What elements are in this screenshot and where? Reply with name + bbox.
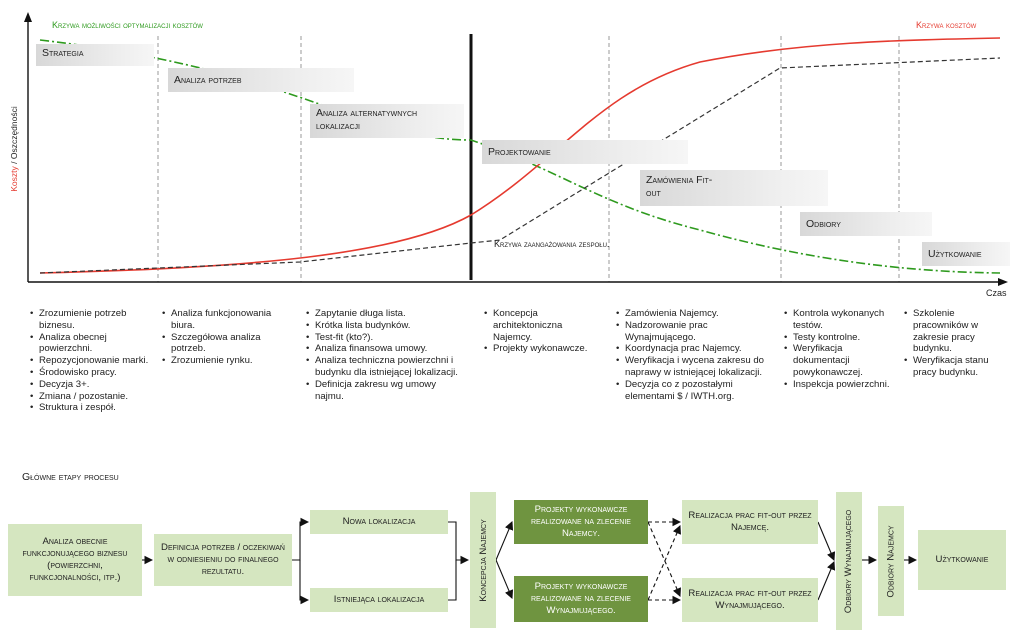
list-item: Analiza obecnej powierzchni.	[30, 332, 150, 356]
list-item: Nadzorowanie prac Wynajmującego.	[616, 320, 774, 344]
process-uzytkowanie: Użytkowanie	[918, 530, 1006, 590]
arrow	[817, 521, 836, 562]
process-definicja: Definicja potrzeb / oczekiwań w odniesie…	[154, 534, 292, 586]
list-item: Zapytanie długa lista.	[306, 308, 464, 320]
y-axis-label-separator: /	[9, 159, 19, 167]
stage-zamowienia: Zamówienia Fit-out	[640, 170, 828, 206]
arrow	[448, 560, 457, 601]
process-nowa-lokalizacja: Nowa lokalizacja	[310, 510, 448, 534]
process-istniejaca-lokalizacja: Istniejąca lokalizacja	[310, 588, 448, 612]
stage-zamowienia-label: Zamówienia Fit-out	[646, 174, 713, 199]
stage-odbiory: Odbiory	[800, 212, 932, 236]
list-item: Zrozumienie rynku.	[162, 355, 284, 367]
process-connectors	[142, 517, 918, 605]
y-axis-label-costs: Koszty	[9, 166, 19, 192]
list-item: Definicja zakresu wg umowy najmu.	[306, 379, 464, 403]
stage-analiza-alternatywnych: Analiza alternatywnych lokalizacji	[310, 104, 464, 138]
team-curve-label: Krzywa zaangażowania zespołu.	[494, 239, 610, 249]
list-item: Repozycjonowanie marki.	[30, 355, 150, 367]
stage-projektowanie: Projektowanie	[482, 140, 688, 164]
list-item: Koncepcja architektoniczna Najemcy.	[484, 308, 594, 343]
list-item: Zamówienia Najemcy.	[616, 308, 774, 320]
column-strategia-list: Zrozumienie potrzeb biznesu. Analiza obe…	[30, 308, 150, 414]
process-analiza: Analiza obecnie funkcjonującego biznesu …	[8, 524, 142, 596]
arrow	[647, 521, 681, 598]
arrow	[448, 521, 470, 565]
list-item: Test-fit (kto?).	[306, 332, 464, 344]
cost-curve-label: Krzywa kosztów	[916, 20, 977, 30]
list-item: Weryfikacja stanu pracy budynku.	[904, 355, 1012, 379]
process-koncepcja-label: Koncepcja Najemcy	[477, 518, 489, 602]
optimization-curve	[39, 39, 1001, 274]
list-item: Weryfikacja i wycena zakresu do naprawy …	[616, 355, 774, 379]
list-item: Analiza techniczna powierzchni i budynku…	[306, 355, 464, 379]
column-uzytkowanie-list: Szkolenie pracowników w zakresie pracy b…	[904, 308, 1012, 379]
process-title: Główne etapy procesu	[22, 471, 119, 483]
arrow	[299, 560, 310, 605]
list-item: Struktura i zespół.	[30, 402, 150, 414]
list-item: Kontrola wykonanych testów.	[784, 308, 896, 332]
stage-strategia: Strategia	[36, 44, 154, 66]
list-item: Projekty wykonawcze.	[484, 343, 594, 355]
process-odbiory-najemcy-label: Odbiory Najemcy	[885, 524, 897, 598]
list-item: Decyzja 3+.	[30, 379, 150, 391]
optimization-curve-label: Krzywa możliwości optymalizacji kosztów	[52, 20, 203, 30]
y-axis-label-savings: Oszczędności	[9, 106, 19, 160]
column-analiza-alt-list: Zapytanie długa lista. Krótka lista budy…	[306, 308, 464, 402]
list-item: Analiza funkcjonowania biura.	[162, 308, 284, 332]
list-item: Środowisko pracy.	[30, 367, 150, 379]
arrow	[292, 517, 310, 561]
y-axis-arrow-icon	[24, 12, 32, 22]
process-odbiory-wynajmujacego: Odbiory Wynajmującego	[836, 492, 862, 630]
list-item: Szczegółowa analiza potrzeb.	[162, 332, 284, 356]
process-odbiory-wynajmujacego-label: Odbiory Wynajmującego	[843, 509, 855, 613]
column-analiza-potrzeb-list: Analiza funkcjonowania biura. Szczegółow…	[162, 308, 284, 367]
list-item: Weryfikacja dokumentacji powykonawczej.	[784, 343, 896, 378]
list-item: Decyzja co z pozostałymi elementami $ / …	[616, 379, 774, 403]
stage-uzytkowanie: Użytkowanie	[922, 242, 1010, 266]
x-axis-label: Czas	[986, 288, 1007, 298]
column-zamowienia-list: Zamówienia Najemcy. Nadzorowanie prac Wy…	[616, 308, 774, 402]
process-projekty-najemcy: Projekty wykonawcze realizowane na zlece…	[514, 500, 648, 544]
process-odbiory-najemcy: Odbiory Najemcy	[878, 506, 904, 616]
list-item: Testy kontrolne.	[784, 332, 896, 344]
list-item: Szkolenie pracowników w zakresie pracy b…	[904, 308, 1012, 355]
arrow	[495, 520, 514, 561]
column-odbiory-list: Kontrola wykonanych testów. Testy kontro…	[784, 308, 896, 391]
arrow	[817, 560, 836, 601]
process-realizacja-wynajmujacy: Realizacja prac fit-out przez Wynajmując…	[682, 578, 818, 622]
team-engagement-curve	[39, 57, 1001, 274]
column-projektowanie-list: Koncepcja architektoniczna Najemcy. Proj…	[484, 308, 594, 355]
list-item: Inspekcja powierzchni.	[784, 379, 896, 391]
list-item: Zmiana / pozostanie.	[30, 391, 150, 403]
list-item: Koordynacja prac Najemcy.	[616, 343, 774, 355]
arrow	[495, 559, 514, 600]
arrow	[647, 524, 681, 601]
process-projekty-wynajmujacego: Projekty wykonawcze realizowane na zlece…	[514, 576, 648, 622]
list-item: Analiza finansowa umowy.	[306, 343, 464, 355]
process-realizacja-najemca: Realizacja prac fit-out przez Najemcę.	[682, 500, 818, 544]
process-koncepcja-najemcy: Koncepcja Najemcy	[470, 492, 496, 628]
list-item: Krótka lista budynków.	[306, 320, 464, 332]
stage-analiza-potrzeb: Analiza potrzeb	[168, 68, 354, 92]
x-axis-arrow-icon	[998, 278, 1008, 286]
list-item: Zrozumienie potrzeb biznesu.	[30, 308, 150, 332]
